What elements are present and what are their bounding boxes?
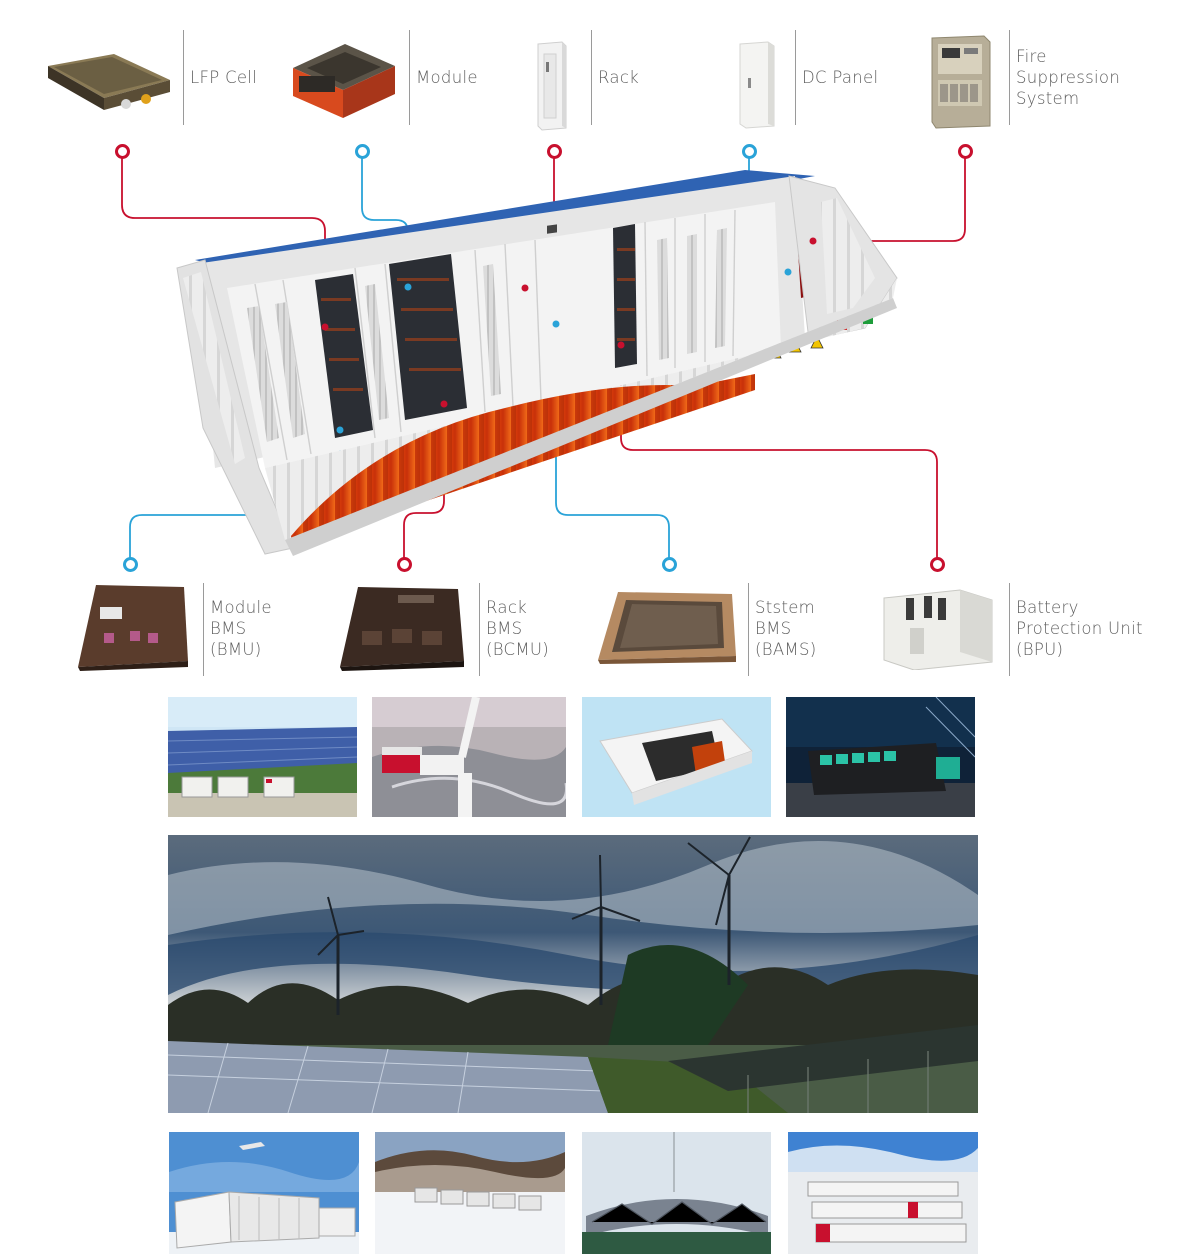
connector-bpu [620,345,938,558]
snow-rooftop-installation-photo [788,1132,978,1254]
solar-field-photo [168,697,357,817]
rack-image [537,41,567,131]
fire-suppression-image [931,35,991,129]
connector-dot-red [930,557,945,572]
divider [409,30,410,125]
divider [183,30,184,125]
label-lfp-cell: LFP Cell [190,68,258,87]
battery-protection-unit-image [883,589,993,670]
divider [1009,583,1010,676]
connector-fire [813,158,966,242]
label-rack: Rack [598,68,640,87]
connector-bcmu [403,404,445,558]
airport-installation-photo [169,1132,359,1254]
connector-dot-red [547,144,562,159]
battery-container-illustration [176,170,898,556]
divider [795,30,796,125]
rack-bms-image [340,587,464,671]
label-system-bms: Ststem BMS (BAMS) [755,598,817,659]
lfp-cell-image [48,54,170,110]
dc-panel-image [739,41,775,129]
wind-turbine-aerial-photo [372,697,566,817]
divider [203,583,204,676]
connector-dot-blue [123,557,138,572]
label-fire-suppression: Fire Suppression System [1016,47,1121,108]
system-bms-image [598,592,736,664]
component-markers [321,237,817,434]
module-bms-image [78,585,188,671]
divider [1009,30,1010,125]
connector-dot-red [958,144,973,159]
divider [591,30,592,125]
label-dc-panel: DC Panel [802,68,879,87]
container-render-photo [582,697,771,817]
connector-dot-blue [662,557,677,572]
connector-dot-blue [742,144,757,159]
connector-dot-red [115,144,130,159]
connector-bams [555,324,670,558]
snow-field-installation-photo [375,1132,565,1254]
label-rack-bms: Rack BMS (BCMU) [486,598,550,659]
divider [479,583,480,676]
label-battery-protection-unit: Battery Protection Unit (BPU) [1016,598,1143,659]
wind-and-solar-landscape-photo [168,835,978,1113]
stadium-installation-photo [582,1132,771,1254]
connector-dot-red [397,557,412,572]
label-module: Module [416,68,478,87]
label-module-bms: Module BMS (BMU) [210,598,272,659]
module-image [293,44,395,118]
night-installation-photo [786,697,975,817]
connector-dot-blue [355,144,370,159]
divider [748,583,749,676]
connector-lfp-cell [121,158,326,327]
